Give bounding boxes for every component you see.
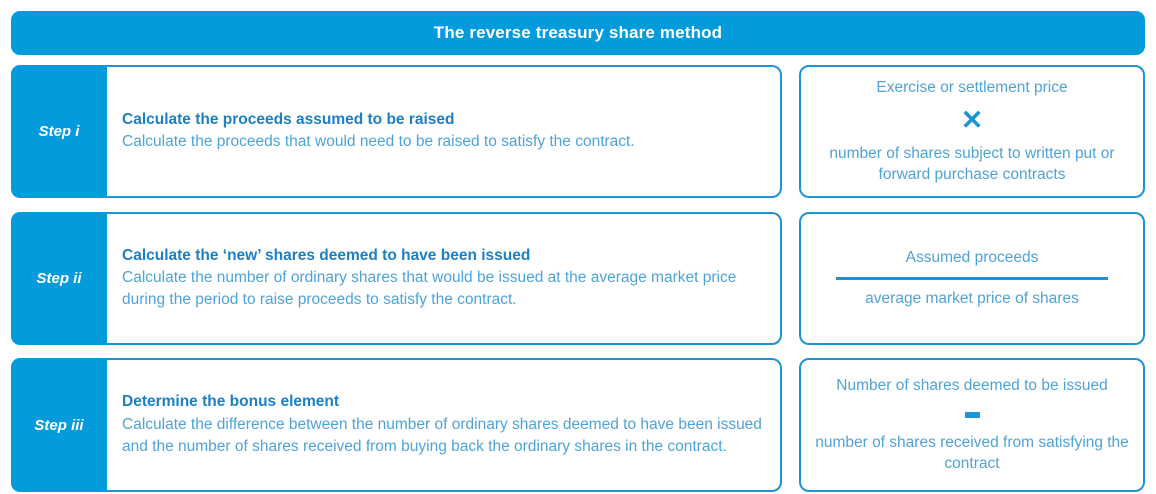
formula-top-term: Assumed proceeds	[905, 248, 1039, 266]
step-description-card: Determine the bonus element Calculate th…	[107, 358, 782, 492]
formula-top-term: Number of shares deemed to be issued	[836, 377, 1108, 395]
division-bar-icon	[836, 277, 1108, 280]
step-row: Step i Calculate the proceeds assumed to…	[11, 65, 1145, 198]
step-tab: Step iii	[11, 358, 107, 492]
step-tab-label: Step i	[38, 123, 80, 140]
minus-icon	[964, 412, 980, 419]
step-tab-label: Step iii	[34, 416, 84, 434]
step-row: Step iii Determine the bonus element Cal…	[11, 358, 1145, 492]
step-block: Step i Calculate the proceeds assumed to…	[11, 65, 782, 198]
formula-bottom-term: average market price of shares	[865, 290, 1079, 307]
diagram-header-bar: The reverse treasury share method	[11, 11, 1145, 55]
step-block: Step ii Calculate the ‘new’ shares deeme…	[11, 212, 782, 345]
step-description-card: Calculate the proceeds assumed to be rai…	[107, 65, 782, 198]
step-tab: Step ii	[11, 212, 107, 345]
step-tab-label: Step ii	[36, 270, 82, 287]
formula-bottom-term: number of shares received from satisfyin…	[815, 434, 1129, 472]
formula-top-term: Exercise or settlement price	[876, 79, 1068, 97]
step-heading: Determine the bonus element	[122, 393, 340, 411]
step-heading: Calculate the proceeds assumed to be rai…	[122, 110, 455, 128]
step-body-text: Calculate the proceeds that would need t…	[122, 133, 635, 151]
formula-card: Assumed proceeds average market price of…	[799, 212, 1145, 345]
step-body-text: Calculate the number of ordinary shares …	[122, 269, 737, 309]
multiply-icon: ✕	[960, 105, 984, 136]
formula-card: Exercise or settlement price ✕ number of…	[799, 65, 1145, 198]
diagram-title: The reverse treasury share method	[433, 23, 723, 42]
formula-card: Number of shares deemed to be issued num…	[799, 358, 1145, 492]
step-block: Step iii Determine the bonus element Cal…	[11, 358, 782, 492]
step-description-card: Calculate the ‘new’ shares deemed to hav…	[107, 212, 782, 345]
step-row: Step ii Calculate the ‘new’ shares deeme…	[11, 212, 1145, 345]
step-body-text: Calculate the difference between the num…	[122, 415, 762, 455]
formula-bottom-term: number of shares subject to written put …	[829, 145, 1115, 183]
step-tab: Step i	[11, 65, 107, 198]
step-heading: Calculate the ‘new’ shares deemed to hav…	[122, 246, 531, 264]
